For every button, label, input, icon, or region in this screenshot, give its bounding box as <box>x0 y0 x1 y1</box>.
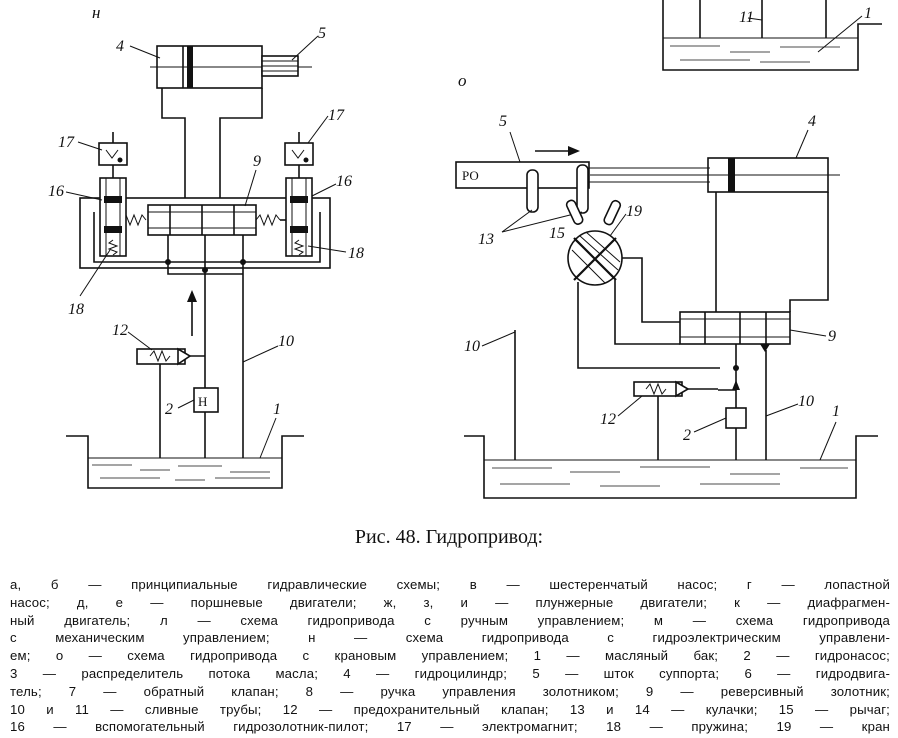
pump-letter: Н <box>198 394 207 409</box>
scheme-o: 11 1 о 4 РО 5 13 15 19 <box>455 0 882 499</box>
oil-tank <box>66 435 304 489</box>
cam-left <box>526 169 539 213</box>
lever <box>565 199 584 225</box>
label-15: 15 <box>549 225 565 242</box>
label-9-right: 9 <box>828 328 836 345</box>
legend-line: а, б — принципиальные гидравлические схе… <box>10 577 890 592</box>
label-18-right: 18 <box>348 245 364 262</box>
legend-line: ем; о — схема гидропривода с крановым уп… <box>10 648 890 664</box>
figure-caption: Рис. 48. Гидропривод: <box>354 526 544 548</box>
rod-label: РО <box>462 168 479 183</box>
label-1-top: 1 <box>864 5 872 22</box>
label-1-right: 1 <box>832 403 840 420</box>
label-12-left: 12 <box>112 322 128 339</box>
label-10-left: 10 <box>278 333 294 350</box>
label-4-right: 4 <box>808 113 816 130</box>
label-17-right: 17 <box>328 107 345 124</box>
label-17-left: 17 <box>58 134 75 151</box>
legend-line: насос; д, е — поршневые двигатели; ж, з,… <box>10 594 890 610</box>
legend-line: ный двигатель; л — схема гидропривода с … <box>10 612 890 628</box>
label-13: 13 <box>478 231 494 248</box>
label-2-right: 2 <box>683 427 691 444</box>
pilot-valve-left <box>99 177 127 257</box>
scheme-n: н 4 5 9 <box>48 3 364 489</box>
cam-right <box>576 164 589 214</box>
top-oil-tank <box>662 0 882 71</box>
label-12-right: 12 <box>600 411 616 428</box>
pilot-valve-right <box>285 177 313 257</box>
label-18-left: 18 <box>68 301 84 318</box>
label-4: 4 <box>116 38 124 55</box>
label-16-right: 16 <box>336 173 352 190</box>
label-11: 11 <box>739 9 754 26</box>
support-rod-right <box>455 161 590 189</box>
label-2-left: 2 <box>165 401 173 418</box>
label-1-left: 1 <box>273 401 281 418</box>
legend-line: с механическим управлением; н — схема ги… <box>10 630 890 646</box>
legend-line: 10 и 11 — сливные трубы; 12 — предохрани… <box>10 701 890 717</box>
panel-label-o: о <box>458 71 467 90</box>
pump-right <box>725 407 747 429</box>
figure-legend: а, б — принципиальные гидравлические схе… <box>10 576 890 736</box>
oil-tank-right <box>464 435 878 499</box>
legend-line: 3 — распределитель потока масла; 4 — гид… <box>10 665 890 681</box>
label-10-right-b: 10 <box>798 393 814 410</box>
label-5: 5 <box>318 25 326 42</box>
label-19: 19 <box>626 203 642 220</box>
panel-label-n: н <box>92 3 100 22</box>
hydraulic-pump <box>193 387 219 413</box>
solenoid-left <box>98 142 128 166</box>
reversing-spool-right <box>679 311 791 345</box>
legend-line: тель; 7 — обратный клапан; 8 — ручка упр… <box>10 683 890 699</box>
label-9: 9 <box>253 153 261 170</box>
legend-line: 16 — вспомогательный гидрозолотник-пилот… <box>10 719 890 735</box>
label-5-right: 5 <box>499 113 507 130</box>
hydraulic-drive-diagram: н 4 5 9 <box>48 0 882 499</box>
label-16-left: 16 <box>48 183 64 200</box>
label-10-right: 10 <box>464 338 480 355</box>
solenoid-right <box>284 142 314 166</box>
